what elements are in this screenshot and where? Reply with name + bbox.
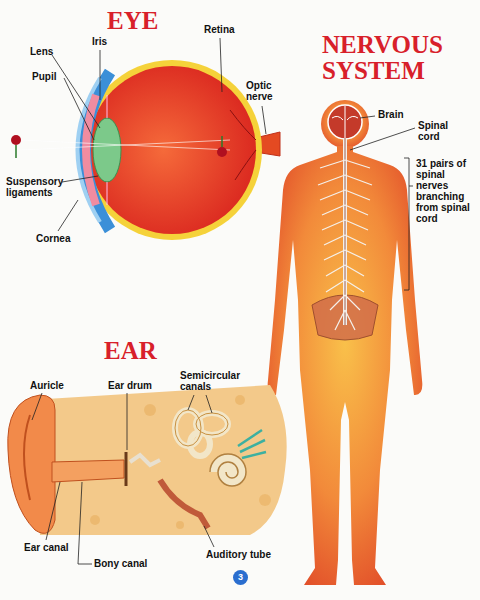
section-heading: EAR bbox=[104, 338, 157, 364]
part-label: Iris bbox=[92, 36, 107, 47]
nervous-leader-lines bbox=[350, 116, 415, 290]
part-label: Auditory tube bbox=[206, 549, 271, 560]
eye-drawing bbox=[11, 60, 280, 240]
part-label: Optic nerve bbox=[246, 80, 280, 102]
part-label: Retina bbox=[204, 24, 235, 35]
part-label: Lens bbox=[30, 46, 53, 57]
eye-leader-lines bbox=[52, 38, 266, 231]
ear-drawing bbox=[8, 385, 287, 535]
page-number: 3 bbox=[238, 573, 243, 582]
part-label: Semicircular canals bbox=[180, 370, 242, 392]
part-label: Auricle bbox=[30, 380, 64, 391]
part-label: 31 pairs of spinal nerves branching from… bbox=[416, 158, 474, 224]
ear-leader-lines bbox=[32, 393, 214, 564]
section-heading: EYE bbox=[107, 8, 158, 34]
body-drawing bbox=[268, 100, 423, 585]
part-label: Pupil bbox=[32, 71, 56, 82]
part-label: Spinal cord bbox=[418, 120, 458, 142]
part-label: Ear canal bbox=[24, 542, 68, 553]
part-label: Brain bbox=[378, 109, 404, 120]
part-label: Bony canal bbox=[94, 558, 147, 569]
part-label: Suspensory ligaments bbox=[6, 176, 64, 198]
page-number-circle: 3 bbox=[233, 570, 248, 585]
part-label: Ear drum bbox=[108, 380, 152, 391]
section-heading: NERVOUS SYSTEM bbox=[322, 32, 472, 84]
part-label: Cornea bbox=[36, 233, 70, 244]
